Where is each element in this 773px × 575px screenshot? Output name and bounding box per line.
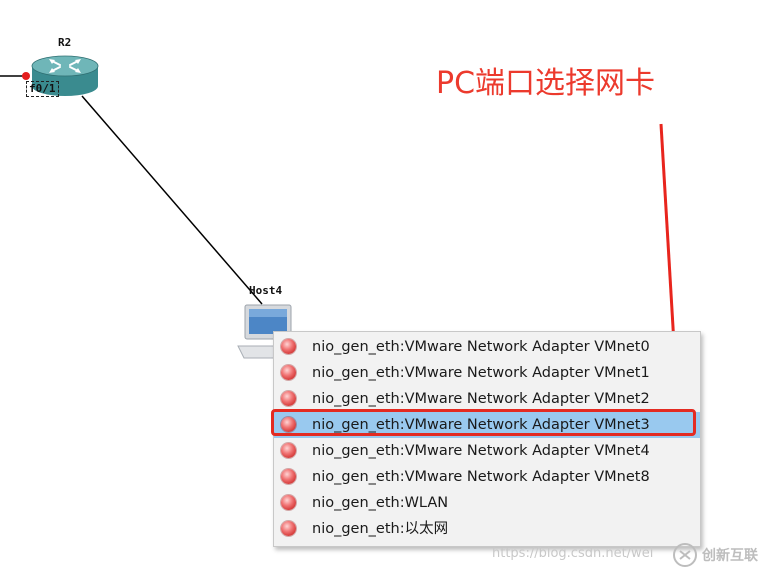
menu-item-vmnet2[interactable]: nio_gen_eth:VMware Network Adapter VMnet… <box>274 386 700 412</box>
brand-name: 创新互联 <box>702 548 758 564</box>
router-name-label: R2 <box>58 36 72 49</box>
red-status-dot-icon <box>281 495 296 510</box>
menu-item-label: nio_gen_eth:VMware Network Adapter VMnet… <box>312 469 650 485</box>
menu-item-vmnet8[interactable]: nio_gen_eth:VMware Network Adapter VMnet… <box>274 464 700 490</box>
menu-item-label: nio_gen_eth:VMware Network Adapter VMnet… <box>312 391 650 407</box>
red-status-dot-icon <box>281 521 296 536</box>
watermark-text: https://blog.csdn.net/wei <box>492 546 654 561</box>
adapter-context-menu[interactable]: nio_gen_eth:VMware Network Adapter VMnet… <box>273 331 701 547</box>
port-status-dot-icon <box>22 72 30 80</box>
menu-item-vmnet1[interactable]: nio_gen_eth:VMware Network Adapter VMnet… <box>274 360 700 386</box>
brand-logo: 创新互联 <box>672 538 773 572</box>
selection-highlight-box <box>271 409 696 436</box>
menu-item-label: nio_gen_eth:VMware Network Adapter VMnet… <box>312 365 650 381</box>
red-status-dot-icon <box>281 417 296 432</box>
menu-item-label: nio_gen_eth:VMware Network Adapter VMnet… <box>312 339 650 355</box>
menu-item-ethernet[interactable]: nio_gen_eth:以太网 <box>274 516 700 542</box>
menu-item-vmnet0[interactable]: nio_gen_eth:VMware Network Adapter VMnet… <box>274 334 700 360</box>
router-icon[interactable] <box>31 55 99 96</box>
red-status-dot-icon <box>281 391 296 406</box>
red-status-dot-icon <box>281 443 296 458</box>
host-name-label: Host4 <box>249 284 283 297</box>
menu-item-wlan[interactable]: nio_gen_eth:WLAN <box>274 490 700 516</box>
menu-item-label: nio_gen_eth:VMware Network Adapter VMnet… <box>312 443 650 459</box>
router-port-label: f0/1 <box>26 81 59 97</box>
menu-item-label: nio_gen_eth:以太网 <box>312 521 449 537</box>
menu-item-vmnet4[interactable]: nio_gen_eth:VMware Network Adapter VMnet… <box>274 438 700 464</box>
red-status-dot-icon <box>281 469 296 484</box>
red-status-dot-icon <box>281 365 296 380</box>
link-router-to-host <box>81 95 263 305</box>
brand-logo-icon <box>673 543 697 567</box>
menu-item-label: nio_gen_eth:VMware Network Adapter VMnet… <box>312 417 650 433</box>
red-status-dot-icon <box>281 339 296 354</box>
annotation-text: PC端口选择网卡 <box>436 66 656 101</box>
menu-item-label: nio_gen_eth:WLAN <box>312 495 449 511</box>
